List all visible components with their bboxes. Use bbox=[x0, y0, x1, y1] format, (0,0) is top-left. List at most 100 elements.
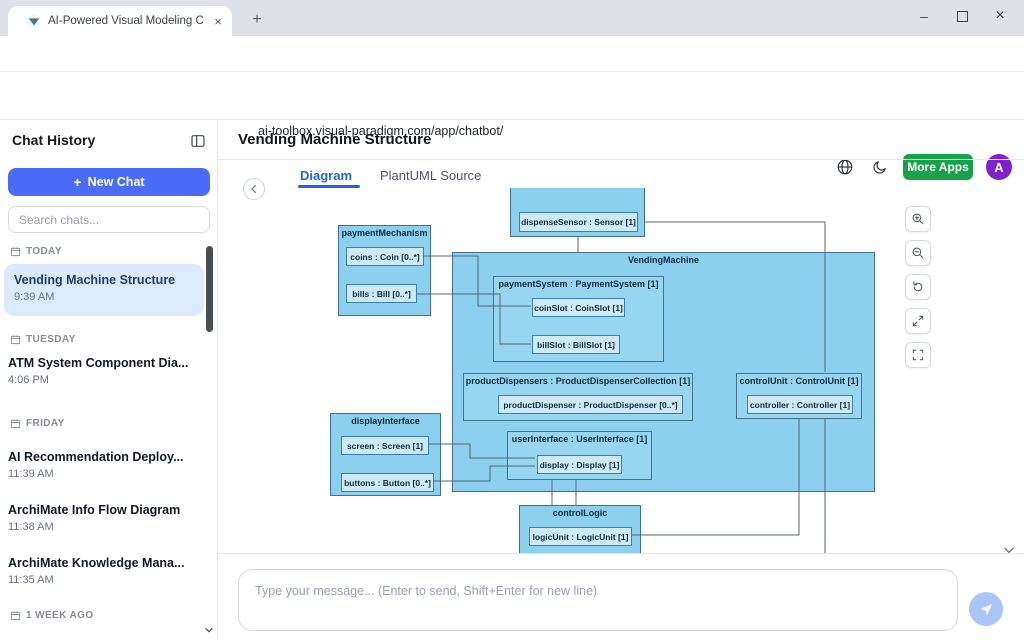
chat-item[interactable]: ATM System Component Dia... 4:06 PM bbox=[8, 356, 200, 398]
fit-screen-button[interactable] bbox=[905, 342, 931, 368]
diagram-node-control-unit: controlUnit : ControlUnit [1] controller… bbox=[736, 373, 862, 419]
chat-item[interactable]: AI Recommendation Deploy... 11:39 AM bbox=[8, 450, 200, 492]
message-composer bbox=[218, 553, 1024, 640]
tab-title: AI-Powered Visual Modeling Ch bbox=[48, 15, 204, 27]
panel-collapse-icon bbox=[190, 133, 206, 149]
chat-history-sidebar: Chat History + New Chat TODAY Vending Ma… bbox=[0, 120, 218, 640]
diagram-part-dispense-sensor: dispenseSensor : Sensor [1] bbox=[519, 212, 638, 232]
chat-time: 11:39 AM bbox=[8, 468, 200, 480]
page-title: Vending Machine Structure bbox=[238, 131, 431, 148]
moon-icon bbox=[871, 159, 888, 176]
group-label-text: FRIDAY bbox=[26, 418, 65, 429]
chat-title: ArchiMate Info Flow Diagram bbox=[8, 503, 200, 517]
expand-button[interactable] bbox=[905, 308, 931, 334]
diagram-node-title: userInterface : UserInterface [1] bbox=[508, 432, 651, 444]
diagram-node-title: VendingMachine bbox=[453, 253, 874, 265]
diagram-part-bills: bills : Bill [0..*] bbox=[346, 284, 417, 303]
plus-icon: + bbox=[73, 174, 81, 190]
sidebar-scrollbar-thumb[interactable] bbox=[206, 246, 213, 332]
diagram-node-title: paymentSystem : PaymentSystem [1] bbox=[494, 277, 663, 289]
group-label-today: TODAY bbox=[10, 246, 62, 257]
calendar-icon bbox=[10, 418, 21, 429]
new-tab-button[interactable]: + bbox=[246, 9, 268, 31]
diagram-part-display: display : Display [1] bbox=[537, 455, 622, 474]
chat-time: 9:39 AM bbox=[14, 291, 204, 303]
diagram-node-title: displayInterface bbox=[331, 414, 440, 426]
window-maximize-button[interactable] bbox=[944, 0, 980, 32]
diagram-node-product-dispensers: productDispensers : ProductDispenserColl… bbox=[463, 373, 693, 421]
calendar-icon bbox=[10, 334, 21, 345]
calendar-icon bbox=[10, 246, 21, 257]
search-chats-field bbox=[8, 206, 210, 233]
tab-close-icon[interactable]: × bbox=[210, 13, 226, 29]
chat-title: AI Recommendation Deploy... bbox=[8, 450, 200, 464]
diagram-node-payment-mechanism: paymentMechanism coins : Coin [0..*] bil… bbox=[338, 225, 431, 316]
search-input[interactable] bbox=[8, 206, 210, 233]
user-avatar[interactable]: A bbox=[986, 154, 1012, 180]
calendar-icon bbox=[10, 610, 21, 621]
message-input[interactable] bbox=[238, 569, 958, 631]
diagram-part-buttons: buttons : Button [0..*] bbox=[341, 473, 434, 492]
diagram-node-control-logic: controlLogic logicUnit : LogicUnit [1] bbox=[519, 505, 641, 553]
diagram-part-coin-slot: coinSlot : CoinSlot [1] bbox=[532, 298, 625, 317]
tab-diagram[interactable]: Diagram bbox=[300, 168, 352, 183]
diagram-node-sensor-outer: dispenseSensor : Sensor [1] bbox=[510, 188, 645, 237]
chat-title: ArchiMate Knowledge Mana... bbox=[8, 556, 200, 570]
zoom-in-icon bbox=[911, 212, 925, 226]
diagram-part-coins: coins : Coin [0..*] bbox=[346, 247, 424, 266]
browser-tab[interactable]: AI-Powered Visual Modeling Ch × bbox=[8, 6, 232, 36]
window-close-button[interactable]: × bbox=[982, 0, 1018, 32]
globe-icon bbox=[836, 158, 854, 176]
window-minimize-button[interactable]: – bbox=[906, 0, 942, 32]
more-apps-button[interactable]: More Apps bbox=[903, 154, 973, 180]
diagram-node-title: controlLogic bbox=[520, 506, 640, 518]
browser-tab-strip: AI-Powered Visual Modeling Ch × + – × bbox=[0, 0, 1024, 36]
diagram-part-controller: controller : Controller [1] bbox=[747, 395, 853, 414]
chat-item-active[interactable]: Vending Machine Structure 9:39 AM bbox=[4, 264, 204, 316]
chat-time: 11:35 AM bbox=[8, 574, 200, 586]
zoom-out-button[interactable] bbox=[905, 240, 931, 266]
diagram-node-title: paymentMechanism bbox=[339, 226, 430, 238]
reset-rotate-icon bbox=[911, 280, 925, 294]
send-button[interactable] bbox=[969, 592, 1003, 626]
chevron-left-icon bbox=[248, 183, 260, 195]
fit-screen-icon bbox=[911, 348, 925, 362]
diagram-canvas[interactable]: dispenseSensor : Sensor [1] paymentMecha… bbox=[290, 188, 950, 553]
collapse-sidebar-button[interactable] bbox=[188, 131, 208, 151]
favicon-visual-paradigm bbox=[27, 14, 41, 28]
chevron-down-icon bbox=[204, 625, 214, 635]
diagram-node-title: productDispensers : ProductDispenserColl… bbox=[464, 374, 692, 386]
diagram-node-payment-system: paymentSystem : PaymentSystem [1] coinSl… bbox=[493, 276, 664, 362]
app-header: Chatbot Powered byVisual Paradigm More A… bbox=[0, 72, 1024, 120]
diagram-part-bill-slot: billSlot : BillSlot [1] bbox=[532, 335, 620, 354]
header-divider bbox=[218, 159, 1024, 160]
diagram-node-user-interface: userInterface : UserInterface [1] displa… bbox=[507, 431, 652, 480]
new-chat-button[interactable]: + New Chat bbox=[8, 168, 210, 196]
zoom-in-button[interactable] bbox=[905, 206, 931, 232]
sidebar-scroll-down-button[interactable] bbox=[203, 624, 215, 636]
chat-title: Vending Machine Structure bbox=[14, 273, 194, 287]
zoom-out-icon bbox=[911, 246, 925, 260]
diagram-node-display-interface: displayInterface screen : Screen [1] but… bbox=[330, 413, 441, 496]
chat-title: ATM System Component Dia... bbox=[8, 356, 200, 370]
new-chat-label: New Chat bbox=[88, 175, 145, 189]
group-label-friday: FRIDAY bbox=[10, 418, 65, 429]
tab-plantuml-source[interactable]: PlantUML Source bbox=[380, 168, 481, 183]
sidebar-title: Chat History bbox=[12, 132, 95, 148]
group-label-text: TUESDAY bbox=[26, 334, 76, 345]
browser-toolbar: ai-toolbox.visual-paradigm.com/app/chatb… bbox=[0, 36, 1024, 72]
diagram-part-logic-unit: logicUnit : LogicUnit [1] bbox=[529, 527, 632, 546]
diagram-node-vending-machine: VendingMachine paymentSystem : PaymentSy… bbox=[452, 252, 875, 492]
group-label-tuesday: TUESDAY bbox=[10, 334, 76, 345]
reset-view-button[interactable] bbox=[905, 274, 931, 300]
chat-item[interactable]: ArchiMate Info Flow Diagram 11:38 AM bbox=[8, 503, 200, 545]
diagram-node-title: controlUnit : ControlUnit [1] bbox=[737, 374, 861, 386]
maximize-icon bbox=[957, 11, 968, 22]
collapse-panel-button[interactable] bbox=[243, 178, 265, 200]
chat-time: 11:38 AM bbox=[8, 521, 200, 533]
group-label-text: 1 WEEK AGO bbox=[26, 610, 94, 621]
chat-time: 4:06 PM bbox=[8, 374, 200, 386]
diagram-part-screen: screen : Screen [1] bbox=[341, 436, 429, 455]
chat-item[interactable]: ArchiMate Knowledge Mana... 11:35 AM bbox=[8, 556, 200, 598]
